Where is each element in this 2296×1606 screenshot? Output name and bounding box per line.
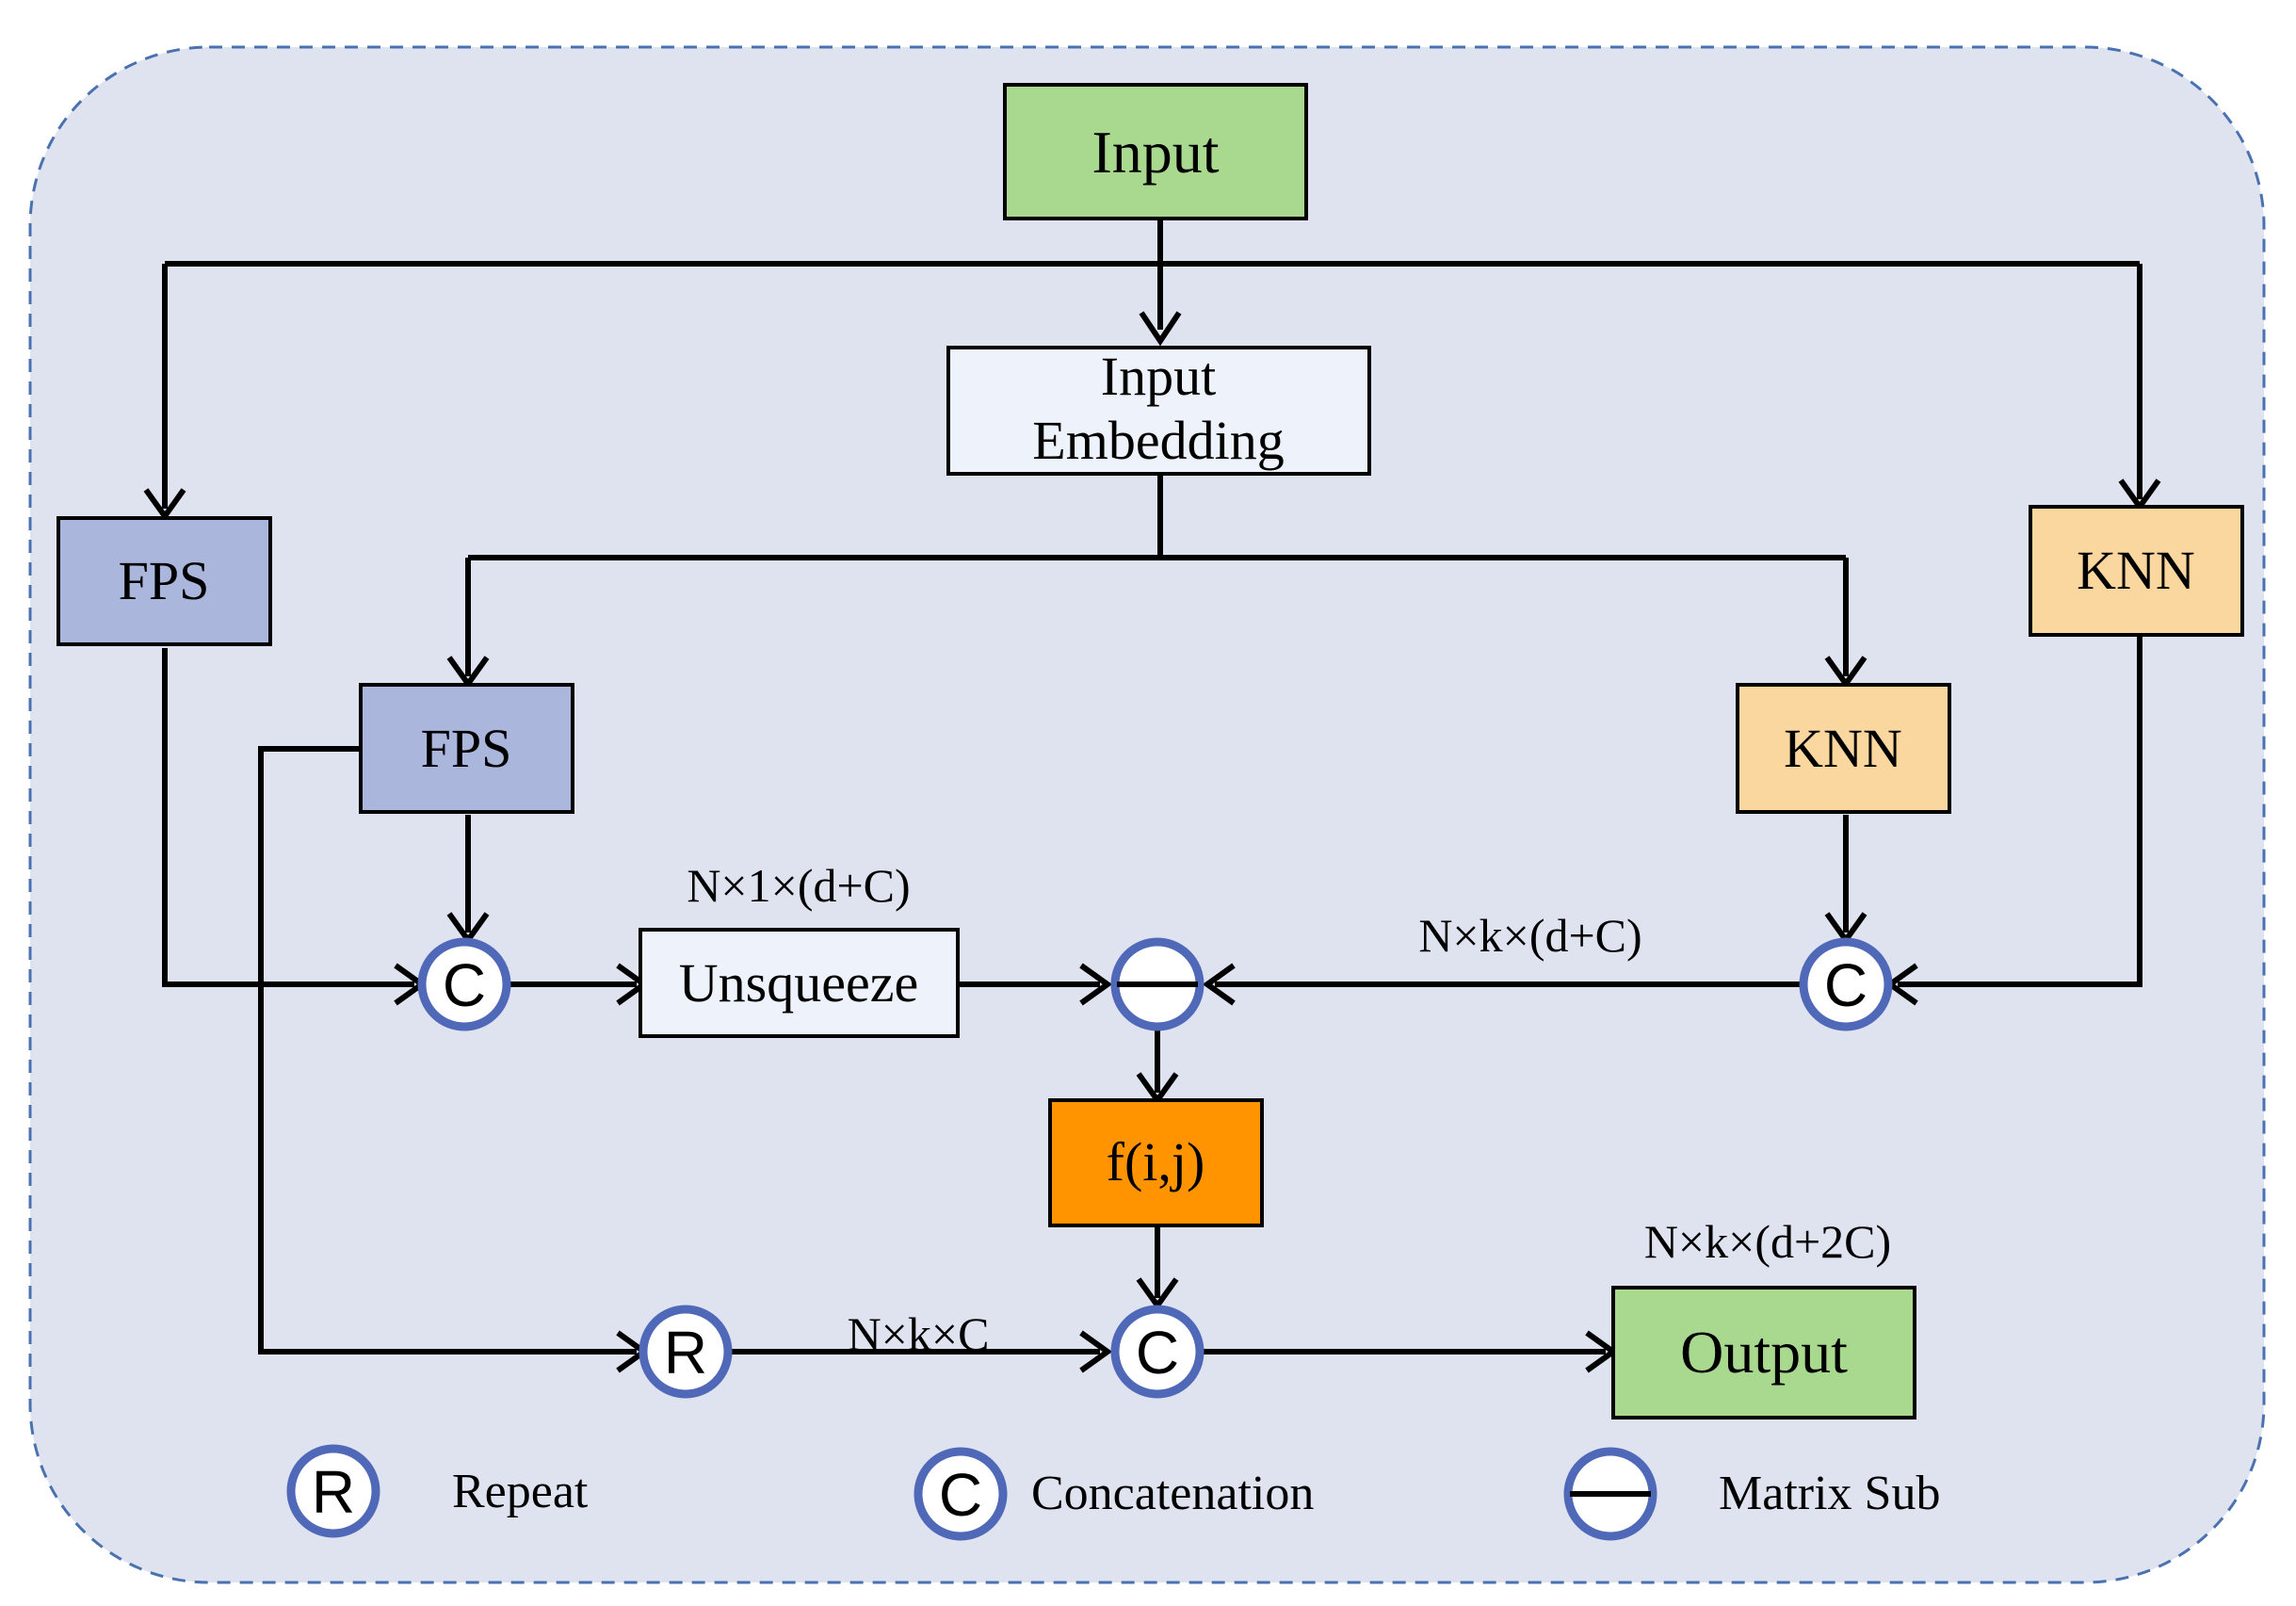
legend-repeat-label: Repeat [452,1465,589,1518]
repeat-op: R [639,1305,733,1399]
knn-dim-label: N×k×(d+C) [1418,909,1641,962]
legend-concat: C Concatenation [914,1447,1314,1541]
concat-op-left: C [417,937,511,1031]
repeat-dim-label: N×k×C [848,1307,990,1360]
box-fps-inner: FPS [359,683,574,814]
legend-matrix-sub-label: Matrix Sub [1719,1467,1940,1520]
fps-inner-label: FPS [421,718,512,779]
connectors [143,220,2161,1373]
knn-inner-label: KNN [1784,718,1902,779]
concat-icon: C [939,1461,982,1529]
box-fij: f(i,j) [1048,1098,1264,1227]
repeat-icon: R [664,1319,707,1387]
unsqueeze-dim-label: N×1×(d+C) [687,859,910,912]
panel-background [28,45,2266,1584]
box-knn-outer: KNN [2029,505,2244,637]
matrix-sub-op [1110,937,1205,1031]
unsqueeze-label: Unsqueeze [679,952,918,1014]
concat-icon: C [1136,1319,1179,1387]
box-fps-outer: FPS [57,516,272,646]
concat-op-bottom: C [1110,1305,1205,1399]
input-embedding-label-line1: Input [1101,346,1216,407]
legend-concat-label: Concatenation [1031,1467,1314,1520]
box-input: Input [1003,83,1308,220]
box-output: Output [1611,1286,1916,1419]
box-unsqueeze: Unsqueeze [639,928,960,1038]
box-input-embedding: Input Embedding [946,346,1371,476]
input-embedding-label-line2: Embedding [1032,410,1284,471]
legend: R Repeat C Concatenation Matrix Sub [286,1444,1940,1541]
output-dim-label: N×k×(d+2C) [1644,1215,1891,1268]
knn-outer-label: KNN [2077,540,2195,601]
concat-icon: C [443,951,486,1019]
output-label: Output [1680,1319,1848,1386]
input-label: Input [1091,119,1219,186]
legend-matrix-sub: Matrix Sub [1563,1447,1940,1541]
legend-repeat: R Repeat [286,1444,589,1538]
concat-icon: C [1824,951,1868,1019]
fij-label: f(i,j) [1107,1131,1205,1192]
fps-outer-label: FPS [119,550,210,611]
box-knn-inner: KNN [1736,683,1951,814]
concat-op-right: C [1799,937,1893,1031]
repeat-icon: R [312,1458,355,1526]
